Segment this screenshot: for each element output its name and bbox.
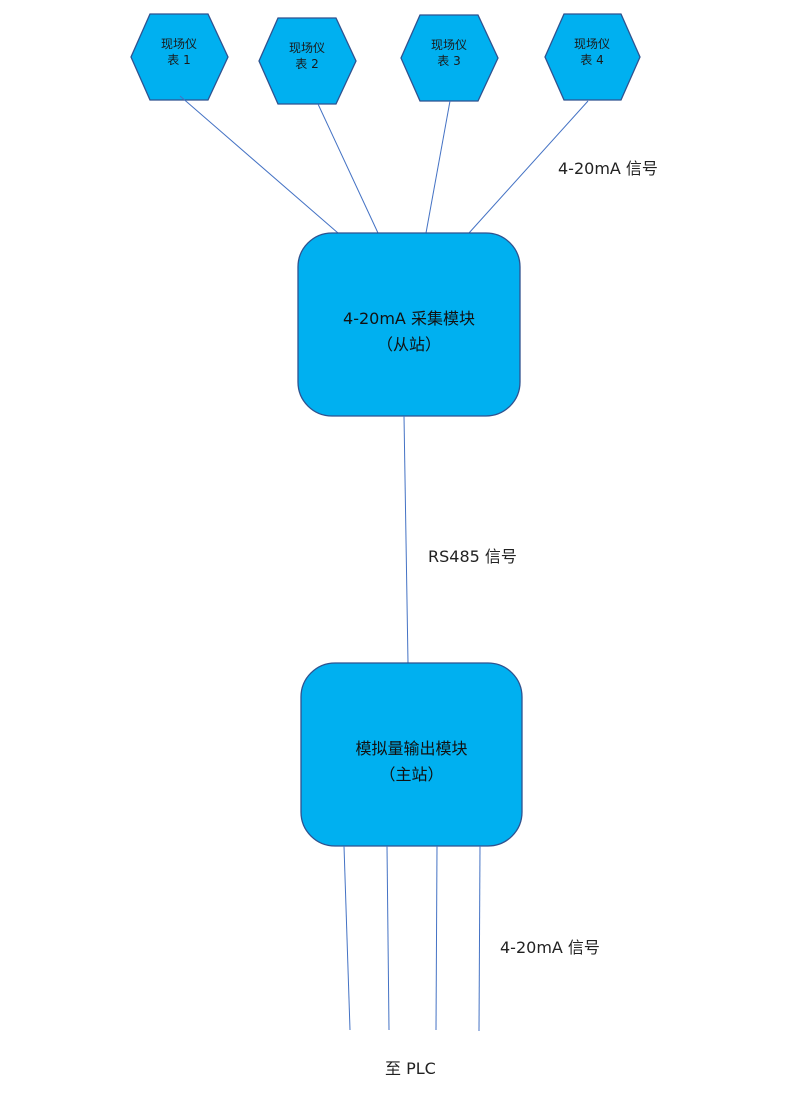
top-signal-label: 4-20mA 信号 (558, 159, 658, 178)
instrument-1-line1: 现场仪 (160, 37, 197, 51)
destination-label: 至 PLC (385, 1059, 436, 1078)
master-module-label: 模拟量输出模块 （主站） (301, 736, 522, 788)
slave-module-title: 4-20mA 采集模块 (343, 309, 475, 328)
connector-instrument-4 (468, 100, 589, 234)
master-module-box (300, 662, 523, 847)
instrument-4-line1: 现场仪 (573, 37, 610, 51)
instrument-4-line2: 表 4 (580, 53, 604, 67)
instrument-1-line2: 表 1 (167, 53, 191, 67)
connector-instrument-3 (425, 100, 451, 234)
rs485-connector (403, 415, 409, 664)
bottom-signal-label: 4-20mA 信号 (500, 938, 600, 957)
instrument-2-label: 现场仪 表 2 (267, 40, 347, 72)
plc-output-line-3 (435, 845, 438, 1031)
instrument-3-line2: 表 3 (437, 54, 461, 68)
slave-module-subtitle: （从站） (376, 335, 441, 354)
connector-instrument-2 (317, 103, 379, 234)
instrument-1-label: 现场仪 表 1 (139, 36, 219, 68)
instrument-1-hexagon (130, 13, 229, 101)
instrument-3-label: 现场仪 表 3 (409, 37, 489, 69)
instrument-2-line2: 表 2 (295, 57, 319, 71)
instrument-3-line1: 现场仪 (430, 38, 467, 52)
master-module-title: 模拟量输出模块 (355, 739, 468, 758)
plc-output-line-2 (386, 845, 390, 1031)
connector-instrument-1 (179, 95, 339, 234)
instrument-4-hexagon (544, 13, 641, 101)
slave-module-box (297, 232, 521, 417)
slave-module-label: 4-20mA 采集模块 （从站） (298, 306, 520, 358)
plc-output-line-1 (343, 845, 351, 1031)
instrument-3-hexagon (400, 14, 499, 102)
plc-output-line-4 (478, 845, 481, 1032)
middle-signal-label: RS485 信号 (428, 547, 517, 566)
instrument-4-label: 现场仪 表 4 (552, 36, 632, 68)
master-module-subtitle: （主站） (379, 765, 444, 784)
instrument-2-line1: 现场仪 (288, 41, 325, 55)
instrument-2-hexagon (258, 17, 357, 105)
